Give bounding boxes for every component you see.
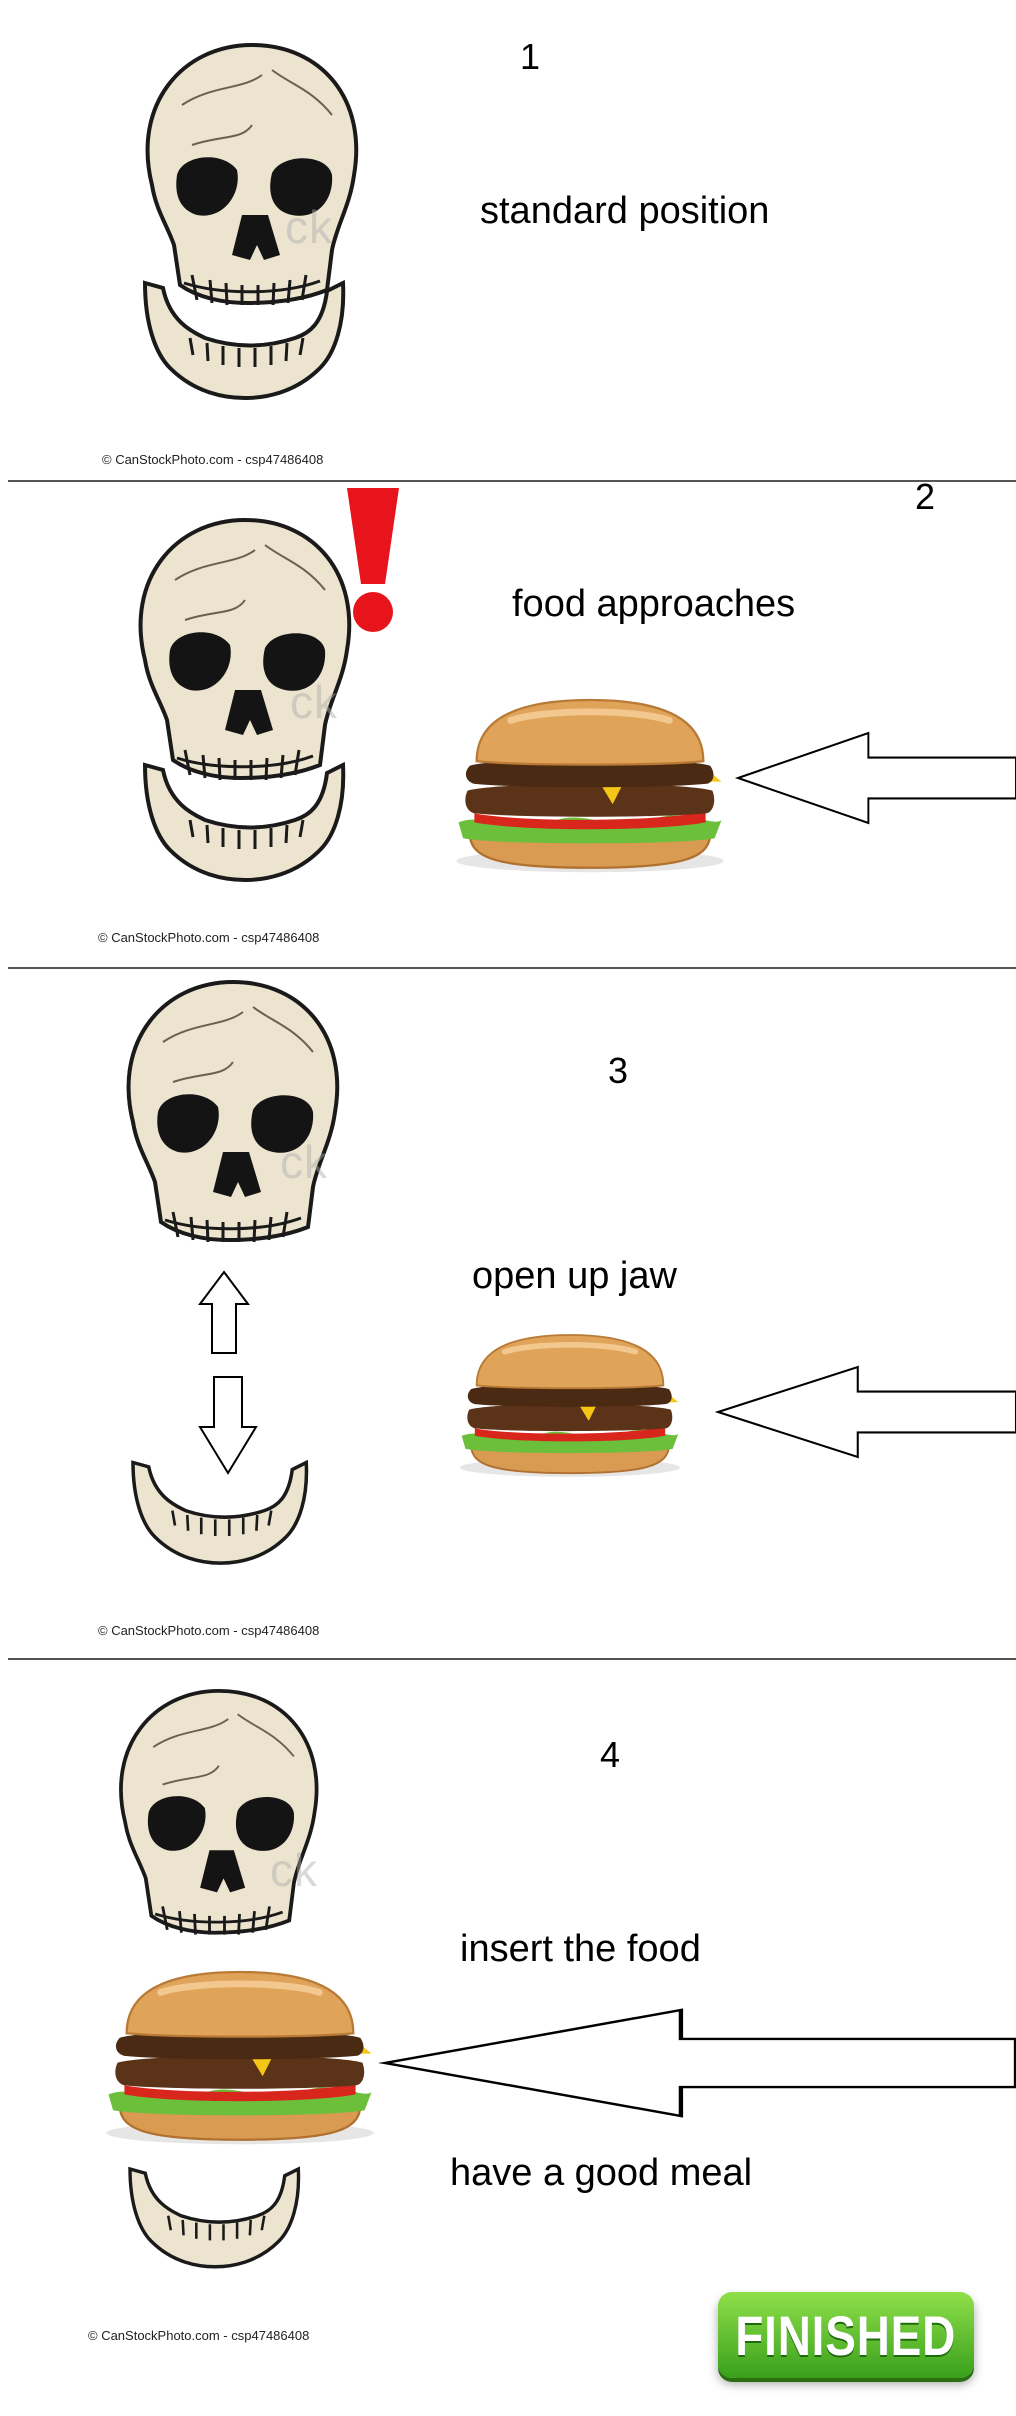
watermark: ck [280, 1136, 328, 1188]
panel-number-2: 2 [915, 476, 936, 517]
skull-cranium-1 [145, 43, 359, 307]
down-arrow-icon [198, 1376, 258, 1475]
watermark: ck [270, 1844, 318, 1896]
copyright-3: © CanStockPhoto.com - csp47486408 [98, 1623, 320, 1638]
skull-jaw-3 [131, 1460, 309, 1565]
watermark: ck [290, 676, 338, 728]
skull-cranium-2 [138, 518, 352, 782]
skull-jaw-2 [143, 763, 346, 882]
copyright-1: © CanStockPhoto.com - csp47486408 [102, 452, 324, 467]
caption-standard-position: standard position [480, 190, 770, 232]
finished-label: FINISHED [735, 2303, 957, 2367]
caption-food-approaches: food approaches [512, 583, 796, 625]
skull-jaw-4 [128, 2167, 301, 2269]
burger-image-2 [445, 700, 735, 870]
caption-insert-the-food: insert the food [460, 1928, 701, 1970]
skull-jaw-1 [143, 281, 346, 400]
finished-badge: FINISHED [718, 2292, 974, 2378]
panel-divider [8, 480, 1016, 482]
panel-number-3: 3 [608, 1050, 629, 1091]
exclamation-icon [347, 488, 399, 632]
up-arrow-icon [198, 1270, 250, 1354]
panel-divider [8, 1658, 1016, 1660]
skull-cranium-3 [126, 980, 340, 1244]
copyright-2: © CanStockPhoto.com - csp47486408 [98, 930, 320, 945]
left-arrow-2 [736, 731, 1016, 825]
watermark: ck [285, 201, 333, 253]
panel-number-1: 1 [520, 36, 541, 77]
caption-open-up-jaw: open up jaw [472, 1255, 677, 1297]
left-arrow-3 [716, 1365, 1016, 1459]
caption-have-a-good-meal: have a good meal [450, 2152, 753, 2194]
left-arrow-4 [385, 2010, 1016, 2116]
burger-image-4 [95, 1972, 385, 2142]
burger-image-3 [425, 1335, 715, 1475]
panel-number-4: 4 [600, 1734, 621, 1775]
copyright-4: © CanStockPhoto.com - csp47486408 [88, 2328, 310, 2343]
panel-divider [8, 967, 1016, 969]
